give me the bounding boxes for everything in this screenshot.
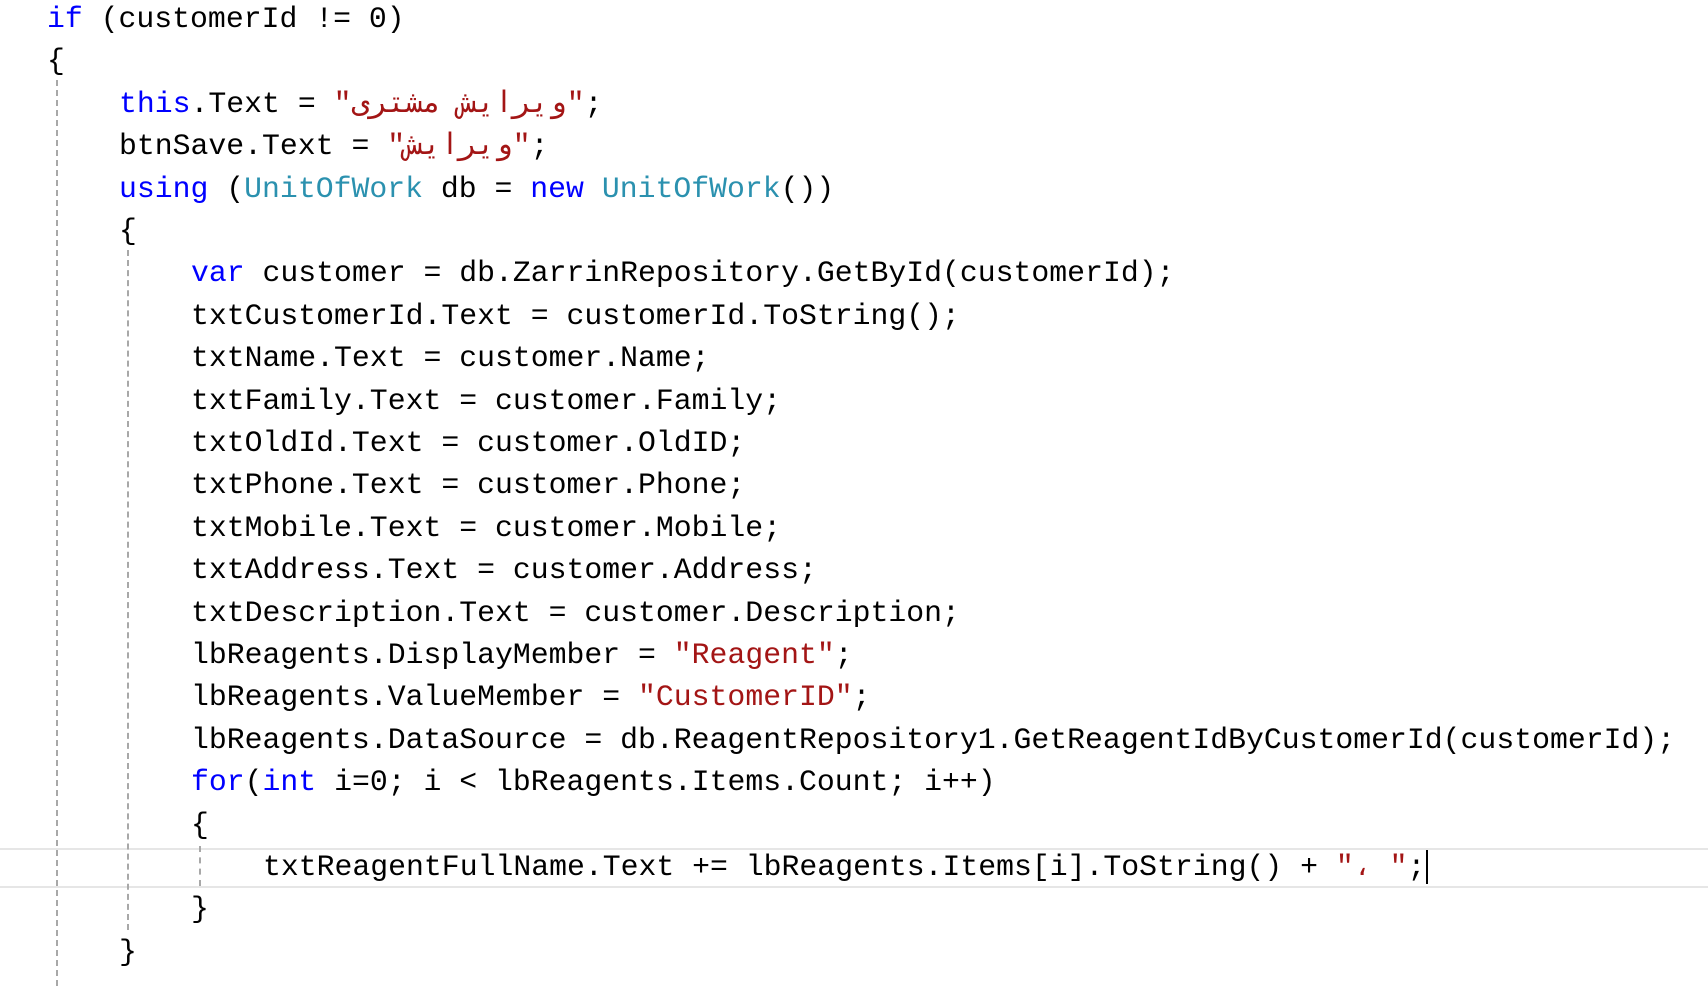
code-line[interactable]: { [191, 804, 209, 846]
code-text: ; [530, 129, 549, 164]
string-literal: "ویرایش" [387, 129, 531, 164]
code-text: ; [834, 638, 853, 672]
code-text: ; [1407, 850, 1426, 884]
code-text: ( [208, 171, 245, 206]
current-line-highlight [0, 848, 1708, 888]
code-text: } [119, 934, 137, 969]
code-text: customer = db.ZarrinRepository.GetById(c… [244, 256, 1175, 291]
code-text: txtDescription.Text = customer.Descripti… [191, 595, 960, 630]
code-text: { [119, 214, 137, 248]
code-line[interactable]: lbReagents.DisplayMember = "Reagent"; [191, 634, 853, 676]
code-text: lbReagents.DataSource = db.ReagentReposi… [191, 722, 1676, 757]
code-line[interactable]: lbReagents.ValueMember = "CustomerID"; [191, 676, 871, 718]
code-text: txtFamily.Text = customer.Family; [191, 383, 782, 418]
code-line[interactable]: txtDescription.Text = customer.Descripti… [191, 592, 960, 634]
code-text: txtPhone.Text = customer.Phone; [191, 468, 746, 503]
code-text: .Text = [190, 86, 334, 121]
code-text: (customerId != 0) [82, 2, 405, 36]
code-text: txtOldId.Text = customer.OldID; [191, 426, 746, 460]
indent-guide-level-0 [56, 80, 58, 986]
code-text: txtReagentFullName.Text += lbReagents.It… [263, 850, 1336, 884]
code-text: ()) [780, 171, 835, 206]
string-literal: "Reagent" [673, 638, 835, 672]
code-text: { [191, 807, 209, 842]
code-line[interactable]: txtMobile.Text = customer.Mobile; [191, 507, 781, 549]
code-line[interactable]: for(int i=0; i < lbReagents.Items.Count;… [191, 761, 996, 803]
keyword-token: var [191, 256, 245, 291]
code-text: db = [422, 171, 531, 206]
code-text: txtName.Text = customer.Name; [191, 341, 710, 376]
code-line[interactable]: btnSave.Text = "ویرایش"; [119, 125, 549, 167]
code-line[interactable]: { [119, 210, 137, 252]
code-line[interactable]: txtAddress.Text = customer.Address; [191, 549, 817, 591]
text-caret [1426, 850, 1429, 885]
string-literal: "، " [1335, 850, 1408, 884]
code-text: btnSave.Text = [119, 129, 388, 164]
code-text: ; [852, 680, 871, 715]
type-token: UnitOfWork [601, 171, 781, 206]
code-line[interactable]: txtCustomerId.Text = customerId.ToString… [191, 295, 960, 337]
code-line[interactable]: { [47, 40, 65, 82]
code-text [584, 172, 602, 206]
keyword-token: new [530, 171, 584, 206]
keyword-token: this [119, 86, 191, 121]
code-text: txtMobile.Text = customer.Mobile; [191, 510, 782, 545]
code-line[interactable]: } [119, 931, 137, 973]
indent-guide-level-1 [127, 250, 129, 930]
keyword-token: if [47, 2, 83, 36]
code-line[interactable]: } [191, 888, 209, 930]
code-line[interactable]: txtReagentFullName.Text += lbReagents.It… [263, 846, 1429, 888]
string-literal: "ویرایش مشتری" [333, 86, 585, 121]
keyword-token: int [262, 765, 317, 800]
code-line[interactable]: txtOldId.Text = customer.OldID; [191, 422, 745, 464]
type-token: UnitOfWork [244, 171, 423, 206]
code-line[interactable]: lbReagents.DataSource = db.ReagentReposi… [191, 719, 1675, 761]
code-text: ; [584, 86, 603, 121]
string-literal: "CustomerID" [638, 680, 853, 715]
code-text: i=0; i < lbReagents.Items.Count; i++) [316, 765, 996, 800]
keyword-token: using [119, 171, 209, 206]
indent-guide-level-2 [199, 846, 201, 886]
code-line[interactable]: txtName.Text = customer.Name; [191, 337, 710, 379]
code-line[interactable]: var customer = db.ZarrinRepository.GetBy… [191, 252, 1174, 294]
code-line[interactable]: if (customerId != 0) [47, 0, 405, 40]
code-text: { [47, 44, 65, 79]
keyword-token: for [191, 765, 245, 800]
code-text: lbReagents.DisplayMember = [191, 638, 674, 672]
code-line[interactable]: txtFamily.Text = customer.Family; [191, 380, 781, 422]
code-text: lbReagents.ValueMember = [191, 680, 639, 715]
code-text: txtCustomerId.Text = customerId.ToString… [191, 298, 960, 333]
code-text: ( [244, 765, 263, 800]
code-line[interactable]: txtPhone.Text = customer.Phone; [191, 464, 745, 506]
code-text: txtAddress.Text = customer.Address; [191, 553, 817, 588]
code-line[interactable]: this.Text = "ویرایش مشتری"; [119, 83, 602, 125]
code-text: } [191, 892, 209, 927]
code-line[interactable]: using (UnitOfWork db = new UnitOfWork()) [119, 168, 834, 210]
